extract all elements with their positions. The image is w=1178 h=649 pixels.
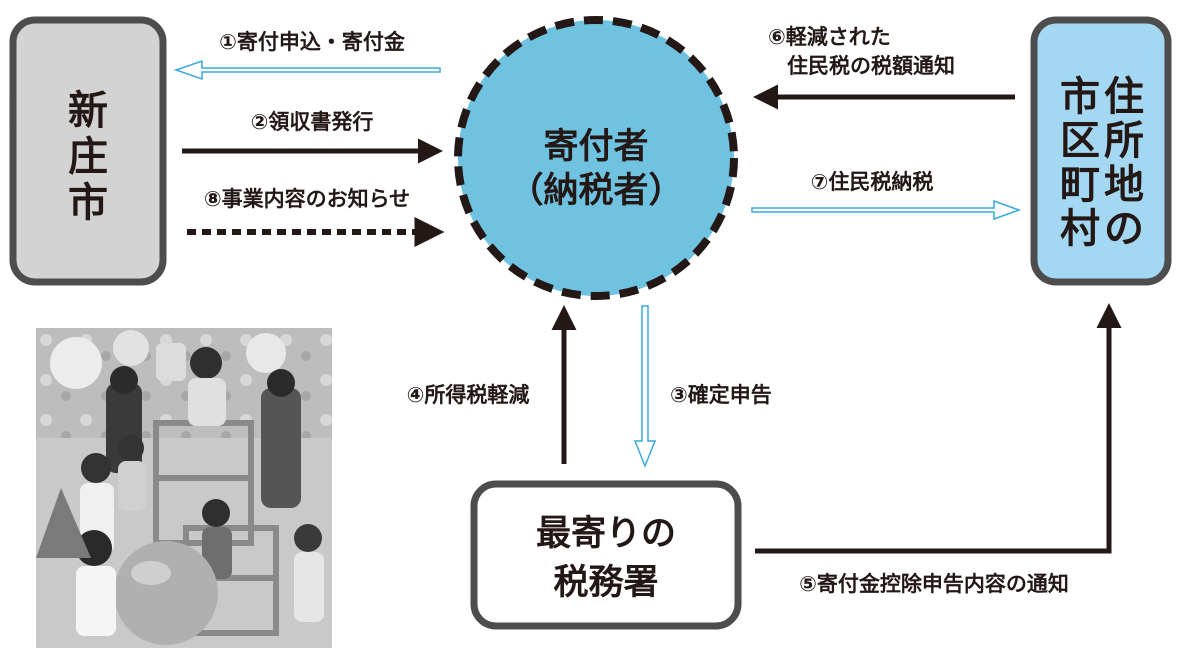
donor-label-line1: 寄付者: [543, 127, 648, 167]
edge-tax-return: ③確定申告: [633, 305, 772, 469]
residence-col-right-1: 住: [1104, 74, 1144, 120]
shinjo-char-1: 新: [68, 88, 108, 134]
children-playroom-photo: [36, 328, 332, 648]
residence-col-left-4: 村: [1060, 206, 1100, 252]
residence-col-right-4: の: [1104, 206, 1144, 252]
tax-office-label-line1: 最寄りの: [536, 514, 676, 554]
edge-label-6-line1: ⑥軽減された: [768, 25, 891, 49]
residence-col-right-2: 所: [1104, 118, 1144, 164]
edge-label-2: ②領収書発行: [251, 110, 374, 134]
edge-label-8: ⑧事業内容のお知らせ: [204, 187, 410, 211]
shinjo-char-3: 市: [68, 180, 108, 226]
shinjo-char-2: 庄: [68, 134, 108, 180]
edge-label-4: ④所得税軽減: [407, 383, 530, 407]
edge-label-3: ③確定申告: [670, 383, 772, 407]
tax-office-label-line2: 税務署: [553, 563, 658, 603]
photo-illustration: [36, 328, 332, 648]
donor-label-line2: （納税者）: [508, 171, 683, 211]
edge-deduction-notification: ⑤寄付金控除申告内容の通知: [755, 302, 1122, 596]
edge-label-5: ⑤寄付金控除申告内容の通知: [799, 572, 1069, 596]
edge-tax-notice: ⑥軽減された 住民税の税額通知: [752, 25, 1015, 110]
residence-col-right-3: 地: [1104, 162, 1144, 208]
node-donor: 寄付者 （納税者）: [454, 16, 738, 300]
node-residence-municipality: 住 所 地 の 市 区 町 村: [1030, 16, 1172, 286]
edge-income-tax-reduction: ④所得税軽減: [407, 304, 577, 464]
edge-donation-application: ①寄付申込・寄付金: [173, 30, 441, 81]
edge-project-report: ⑧事業内容のお知らせ: [187, 187, 445, 247]
node-tax-office: 最寄りの 税務署: [470, 480, 742, 630]
residence-col-left-2: 区: [1060, 118, 1100, 164]
residence-col-left-1: 市: [1060, 74, 1100, 120]
edge-resident-tax-payment: ⑦住民税納税: [751, 170, 1022, 221]
node-shinjo-city: 新 庄 市: [9, 16, 167, 286]
edge-label-6-line2: 住民税の税額通知: [787, 54, 955, 78]
residence-col-left-3: 町: [1060, 162, 1100, 208]
edge-label-1: ①寄付申込・寄付金: [219, 30, 406, 54]
edge-label-7: ⑦住民税納税: [811, 170, 934, 194]
edge-receipt-issuance: ②領収書発行: [182, 110, 444, 164]
